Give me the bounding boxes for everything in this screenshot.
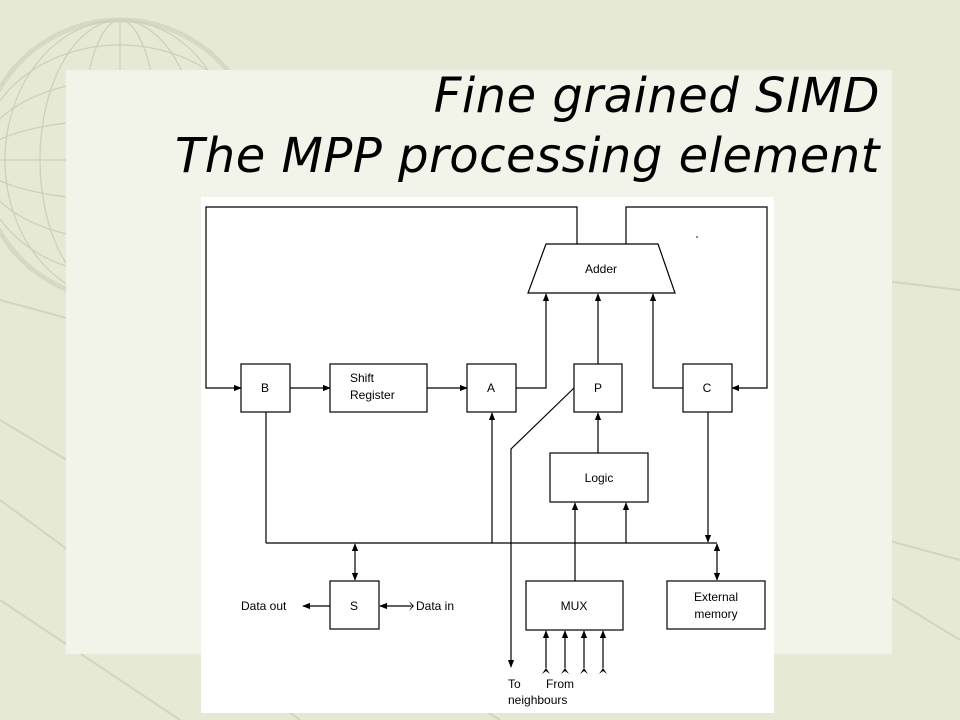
title-line-2: The MPP processing element — [174, 128, 880, 184]
s-register-box — [329, 580, 380, 630]
b-label: B — [261, 381, 269, 395]
a-to-adder — [516, 293, 550, 389]
s-label: S — [350, 599, 358, 613]
neighbours-label: neighbours — [508, 693, 567, 707]
adder-block — [527, 243, 676, 294]
logic-box — [549, 452, 649, 503]
data-out-label: Data out — [241, 599, 287, 613]
external-memory-label-2: memory — [694, 607, 737, 621]
adder-to-b-feedback — [205, 206, 578, 392]
adder-label: Adder — [585, 262, 617, 276]
logic-label: Logic — [585, 471, 614, 485]
shift-label-2: Register — [350, 388, 395, 402]
p-label: P — [594, 381, 602, 395]
slide-title: Fine grained SIMD The MPP processing ele… — [175, 66, 880, 186]
shift-label-1: Shift — [350, 371, 375, 385]
c-to-adder — [649, 293, 683, 389]
c-register-box — [682, 363, 733, 413]
a-label: A — [487, 381, 495, 395]
mpp-processing-element-diagram: Adder B Shift Register A P C Logic S MUX… — [201, 197, 774, 713]
neighbour-input-tails — [409, 236, 698, 674]
c-label: C — [703, 381, 712, 395]
to-label: To — [508, 677, 521, 691]
title-line-1: Fine grained SIMD — [433, 68, 880, 124]
neighbour-inputs — [542, 630, 607, 668]
shift-register-box — [329, 363, 428, 413]
data-in-label: Data in — [416, 599, 454, 613]
adder-to-c-feedback — [625, 206, 768, 392]
mux-label: MUX — [561, 599, 588, 613]
mux-box — [525, 580, 624, 631]
external-memory-label-1: External — [694, 590, 738, 604]
from-label: From — [546, 677, 574, 691]
external-memory-box — [666, 580, 766, 630]
p-to-neighbours — [507, 387, 575, 668]
